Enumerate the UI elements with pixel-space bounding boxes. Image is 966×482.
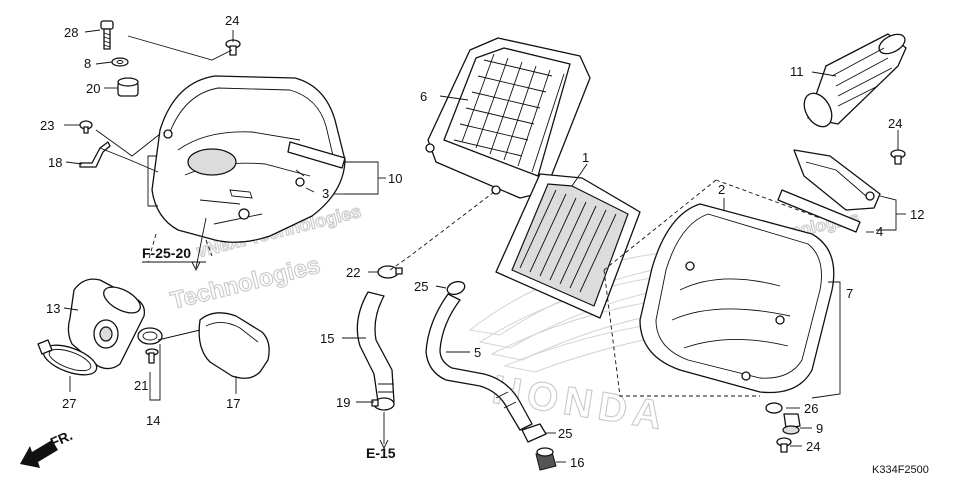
assembly-outlines <box>147 179 821 397</box>
callout-16: 16 <box>570 455 584 470</box>
callout-8: 8 <box>84 56 91 71</box>
callout-6: 6 <box>420 89 427 104</box>
screw-24-top <box>225 39 241 56</box>
duct-12 <box>777 149 881 233</box>
filter-element-1 <box>495 173 641 319</box>
filter-frame-6 <box>425 37 591 199</box>
band-27 <box>37 339 98 376</box>
clamp-21 <box>137 327 163 345</box>
callout-22: 22 <box>346 265 360 280</box>
callout-3: 3 <box>322 186 329 201</box>
callout-10: 10 <box>388 171 402 186</box>
callout-25-bottom: 25 <box>558 426 572 441</box>
callout-17: 17 <box>226 396 240 411</box>
callout-19: 19 <box>336 395 350 410</box>
reference-f-25-20: F-25-20 <box>142 245 191 261</box>
screw-14 <box>145 348 159 364</box>
bolt-23 <box>79 120 93 134</box>
mesh-grid <box>453 53 565 173</box>
callout-18: 18 <box>48 155 62 170</box>
clamp-22 <box>377 265 403 279</box>
callout-labels: 28 24 8 20 23 18 10 3 6 1 11 24 12 4 2 7… <box>40 13 924 470</box>
screw-28 <box>100 20 114 50</box>
drawing-code: K334F2500 <box>872 464 929 476</box>
intake-tube-17 <box>198 312 270 379</box>
intake-funnel-11 <box>803 33 907 128</box>
inlet-joint-13 <box>67 278 146 370</box>
drain-plug-16 <box>535 447 557 471</box>
callout-26: 26 <box>804 401 818 416</box>
callout-25-top: 25 <box>414 279 428 294</box>
clamp-19 <box>371 397 395 411</box>
callout-24-top: 24 <box>225 13 239 28</box>
breather-tube-15 <box>356 291 395 403</box>
screw-24-right <box>890 149 906 165</box>
callout-4: 4 <box>876 224 883 239</box>
seal-26 <box>765 402 783 414</box>
callout-20: 20 <box>86 81 100 96</box>
air-cleaner-cover-3 <box>147 75 346 243</box>
reference-e-15: E-15 <box>366 445 396 461</box>
callout-14: 14 <box>146 413 160 428</box>
callout-5: 5 <box>474 345 481 360</box>
front-arrow: FR. <box>20 427 75 468</box>
callout-24-bottom: 24 <box>806 439 820 454</box>
drain-tube-5 <box>425 293 533 431</box>
technologies-watermark-left: Technologies <box>168 252 323 315</box>
callout-24-right: 24 <box>888 116 902 131</box>
callout-7: 7 <box>846 286 853 301</box>
clamp-25-bottom <box>521 423 547 443</box>
washer-8 <box>111 57 129 67</box>
clip-18 <box>79 141 111 168</box>
clamp-25-top <box>446 280 466 296</box>
callout-9: 9 <box>816 421 823 436</box>
air-cleaner-case-2 <box>639 203 835 394</box>
callout-11: 11 <box>790 64 804 79</box>
screw-24-bottom <box>776 437 792 453</box>
drain-cap-9 <box>782 413 801 435</box>
callout-27: 27 <box>62 396 76 411</box>
callout-28: 28 <box>64 25 78 40</box>
callout-13: 13 <box>46 301 60 316</box>
grommet-20 <box>117 77 139 97</box>
front-label: FR. <box>48 427 75 451</box>
leader-lines <box>63 29 906 463</box>
callout-1: 1 <box>582 150 589 165</box>
callout-21: 21 <box>134 378 148 393</box>
callout-12: 12 <box>910 207 924 222</box>
callout-15: 15 <box>320 331 334 346</box>
callout-2: 2 <box>718 182 725 197</box>
callout-23: 23 <box>40 118 54 133</box>
